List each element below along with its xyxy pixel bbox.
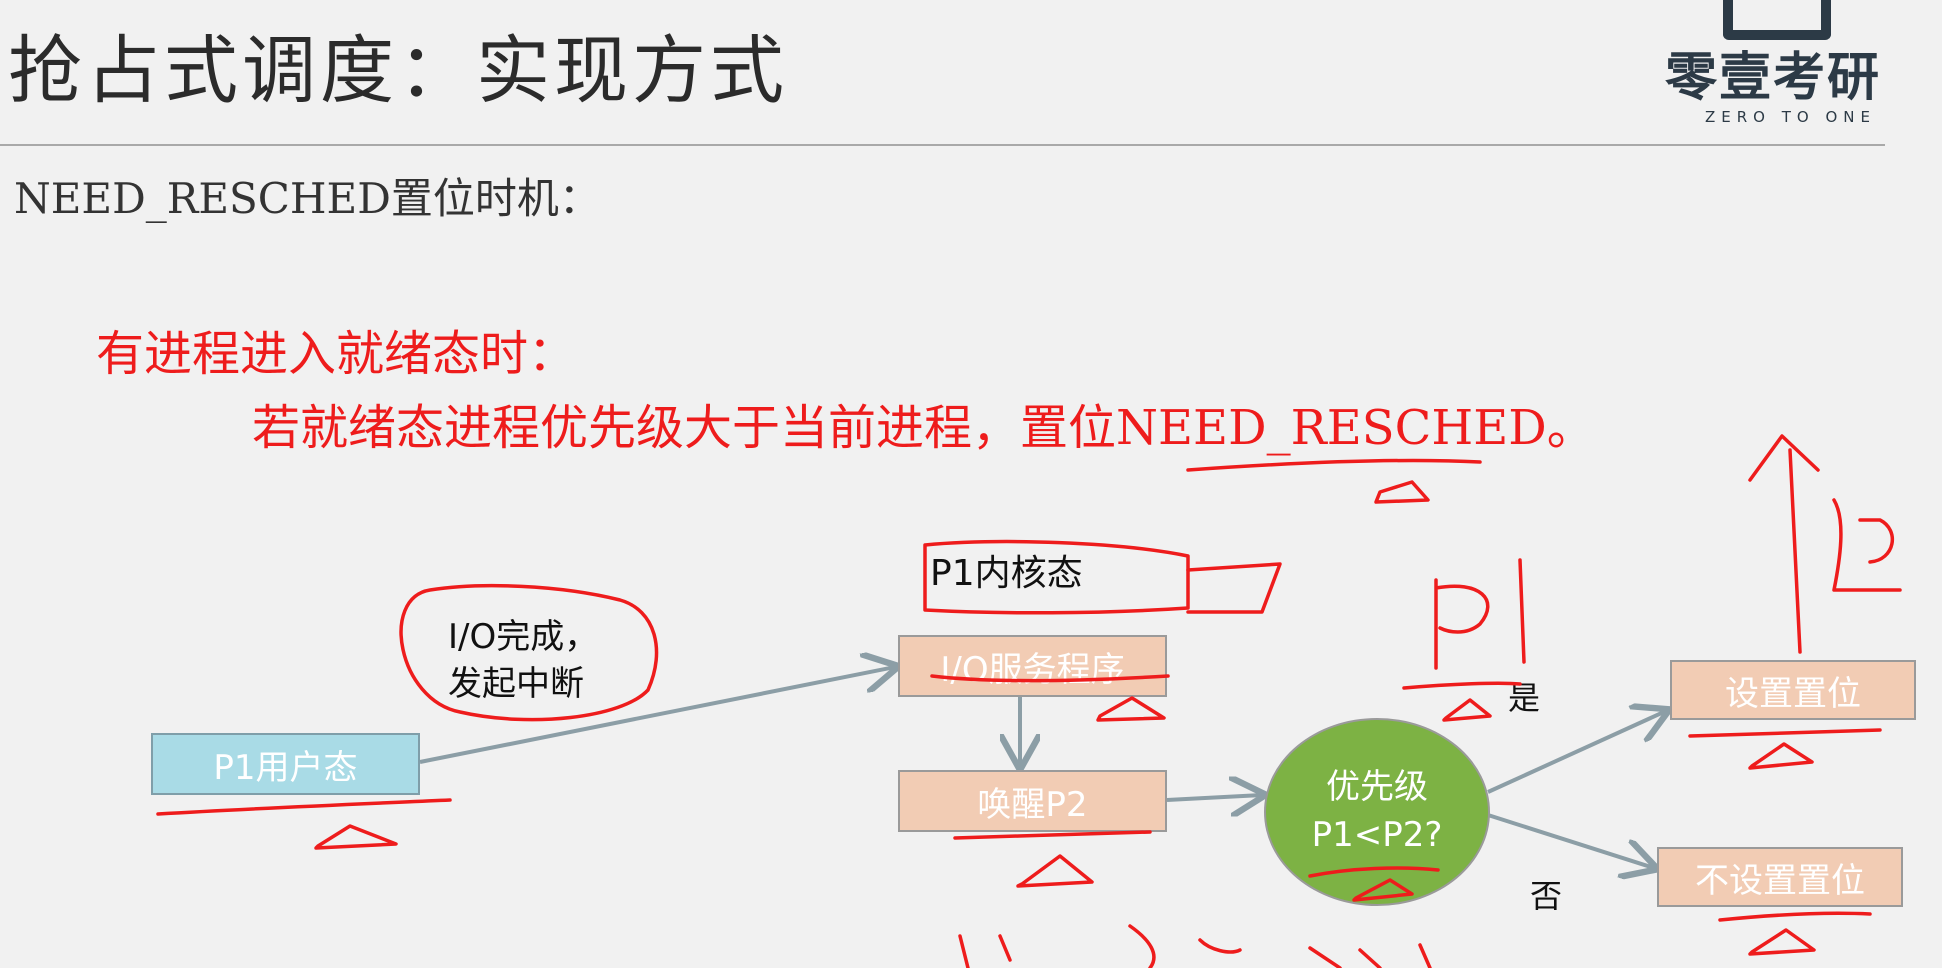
arrow-user-to-service xyxy=(419,667,895,764)
ink-underline-p1 xyxy=(1402,681,1522,690)
decision-label-line1: 优先级 xyxy=(1326,767,1428,807)
ink-triangle-decision xyxy=(1352,878,1414,902)
ink-underline-io-service xyxy=(930,674,1170,683)
ink-underline-decision xyxy=(1308,866,1440,878)
wake-p2-box: 唤醒P2 xyxy=(898,770,1167,832)
arrow-decision-to-set xyxy=(1487,711,1666,794)
ink-1-letter xyxy=(1518,558,1526,664)
ink-underline-noset xyxy=(1718,911,1872,922)
logo-name: 零壹考研 xyxy=(1665,48,1882,108)
arrow-wake-to-decision xyxy=(1166,795,1262,800)
p1-kernel-mode-label: P1内核态 xyxy=(930,553,1083,594)
io-complete-label-line1: I/O完成， xyxy=(448,617,599,657)
ink-triangle-noset xyxy=(1748,928,1816,956)
ink-arrow-up-set xyxy=(1748,434,1820,654)
priority-decision-node xyxy=(1264,718,1490,906)
ink-p1-letter xyxy=(1434,578,1490,670)
subtitle: NEED_RESCHED置位时机： xyxy=(14,174,601,223)
arrow-decision-to-noset xyxy=(1487,813,1654,868)
ink-underline-user xyxy=(156,798,452,816)
ink-triangle-set xyxy=(1748,742,1814,770)
condition-detail: 若就绪态进程优先级大于当前进程，置位NEED_RESCHED。 xyxy=(252,400,1595,456)
ink-kernel-tail xyxy=(1186,562,1282,614)
no-branch-label: 否 xyxy=(1530,877,1563,915)
ink-triangle-wake xyxy=(1016,854,1094,888)
ink-underline-set xyxy=(1688,728,1882,738)
ink-triangle-user xyxy=(314,824,398,850)
condition-heading: 有进程进入就绪态时： xyxy=(96,326,577,382)
no-set-flag-box: 不设置置位 xyxy=(1657,847,1903,907)
ink-triangle-need-resched xyxy=(1374,480,1430,504)
io-service-box: I/O服务程序 xyxy=(898,635,1167,697)
ink-bottom-scribble xyxy=(958,924,1432,968)
io-complete-label-line2: 发起中断 xyxy=(448,664,584,704)
yes-branch-label: 是 xyxy=(1508,679,1541,717)
logo-mark-icon xyxy=(1723,0,1831,40)
set-flag-box: 设置置位 xyxy=(1670,660,1916,720)
ink-underline-need-resched xyxy=(1186,458,1482,472)
slide-title: 抢占式调度：实现方式 xyxy=(8,28,788,114)
ink-scribble-right xyxy=(1832,498,1902,592)
ink-box-kernel xyxy=(923,539,1190,615)
ink-triangle-io-service xyxy=(1096,696,1166,722)
logo: 零壹考研 ZERO TO ONE xyxy=(1655,0,1895,130)
logo-tagline: ZERO TO ONE xyxy=(1705,108,1876,126)
ink-underline-wake xyxy=(953,830,1152,840)
ink-triangle-p1 xyxy=(1442,698,1492,722)
ink-circle-io-complete xyxy=(399,583,659,722)
p1-user-mode-box: P1用户态 xyxy=(151,733,420,795)
title-divider xyxy=(0,144,1885,146)
decision-label-line2: P1<P2? xyxy=(1311,815,1443,855)
